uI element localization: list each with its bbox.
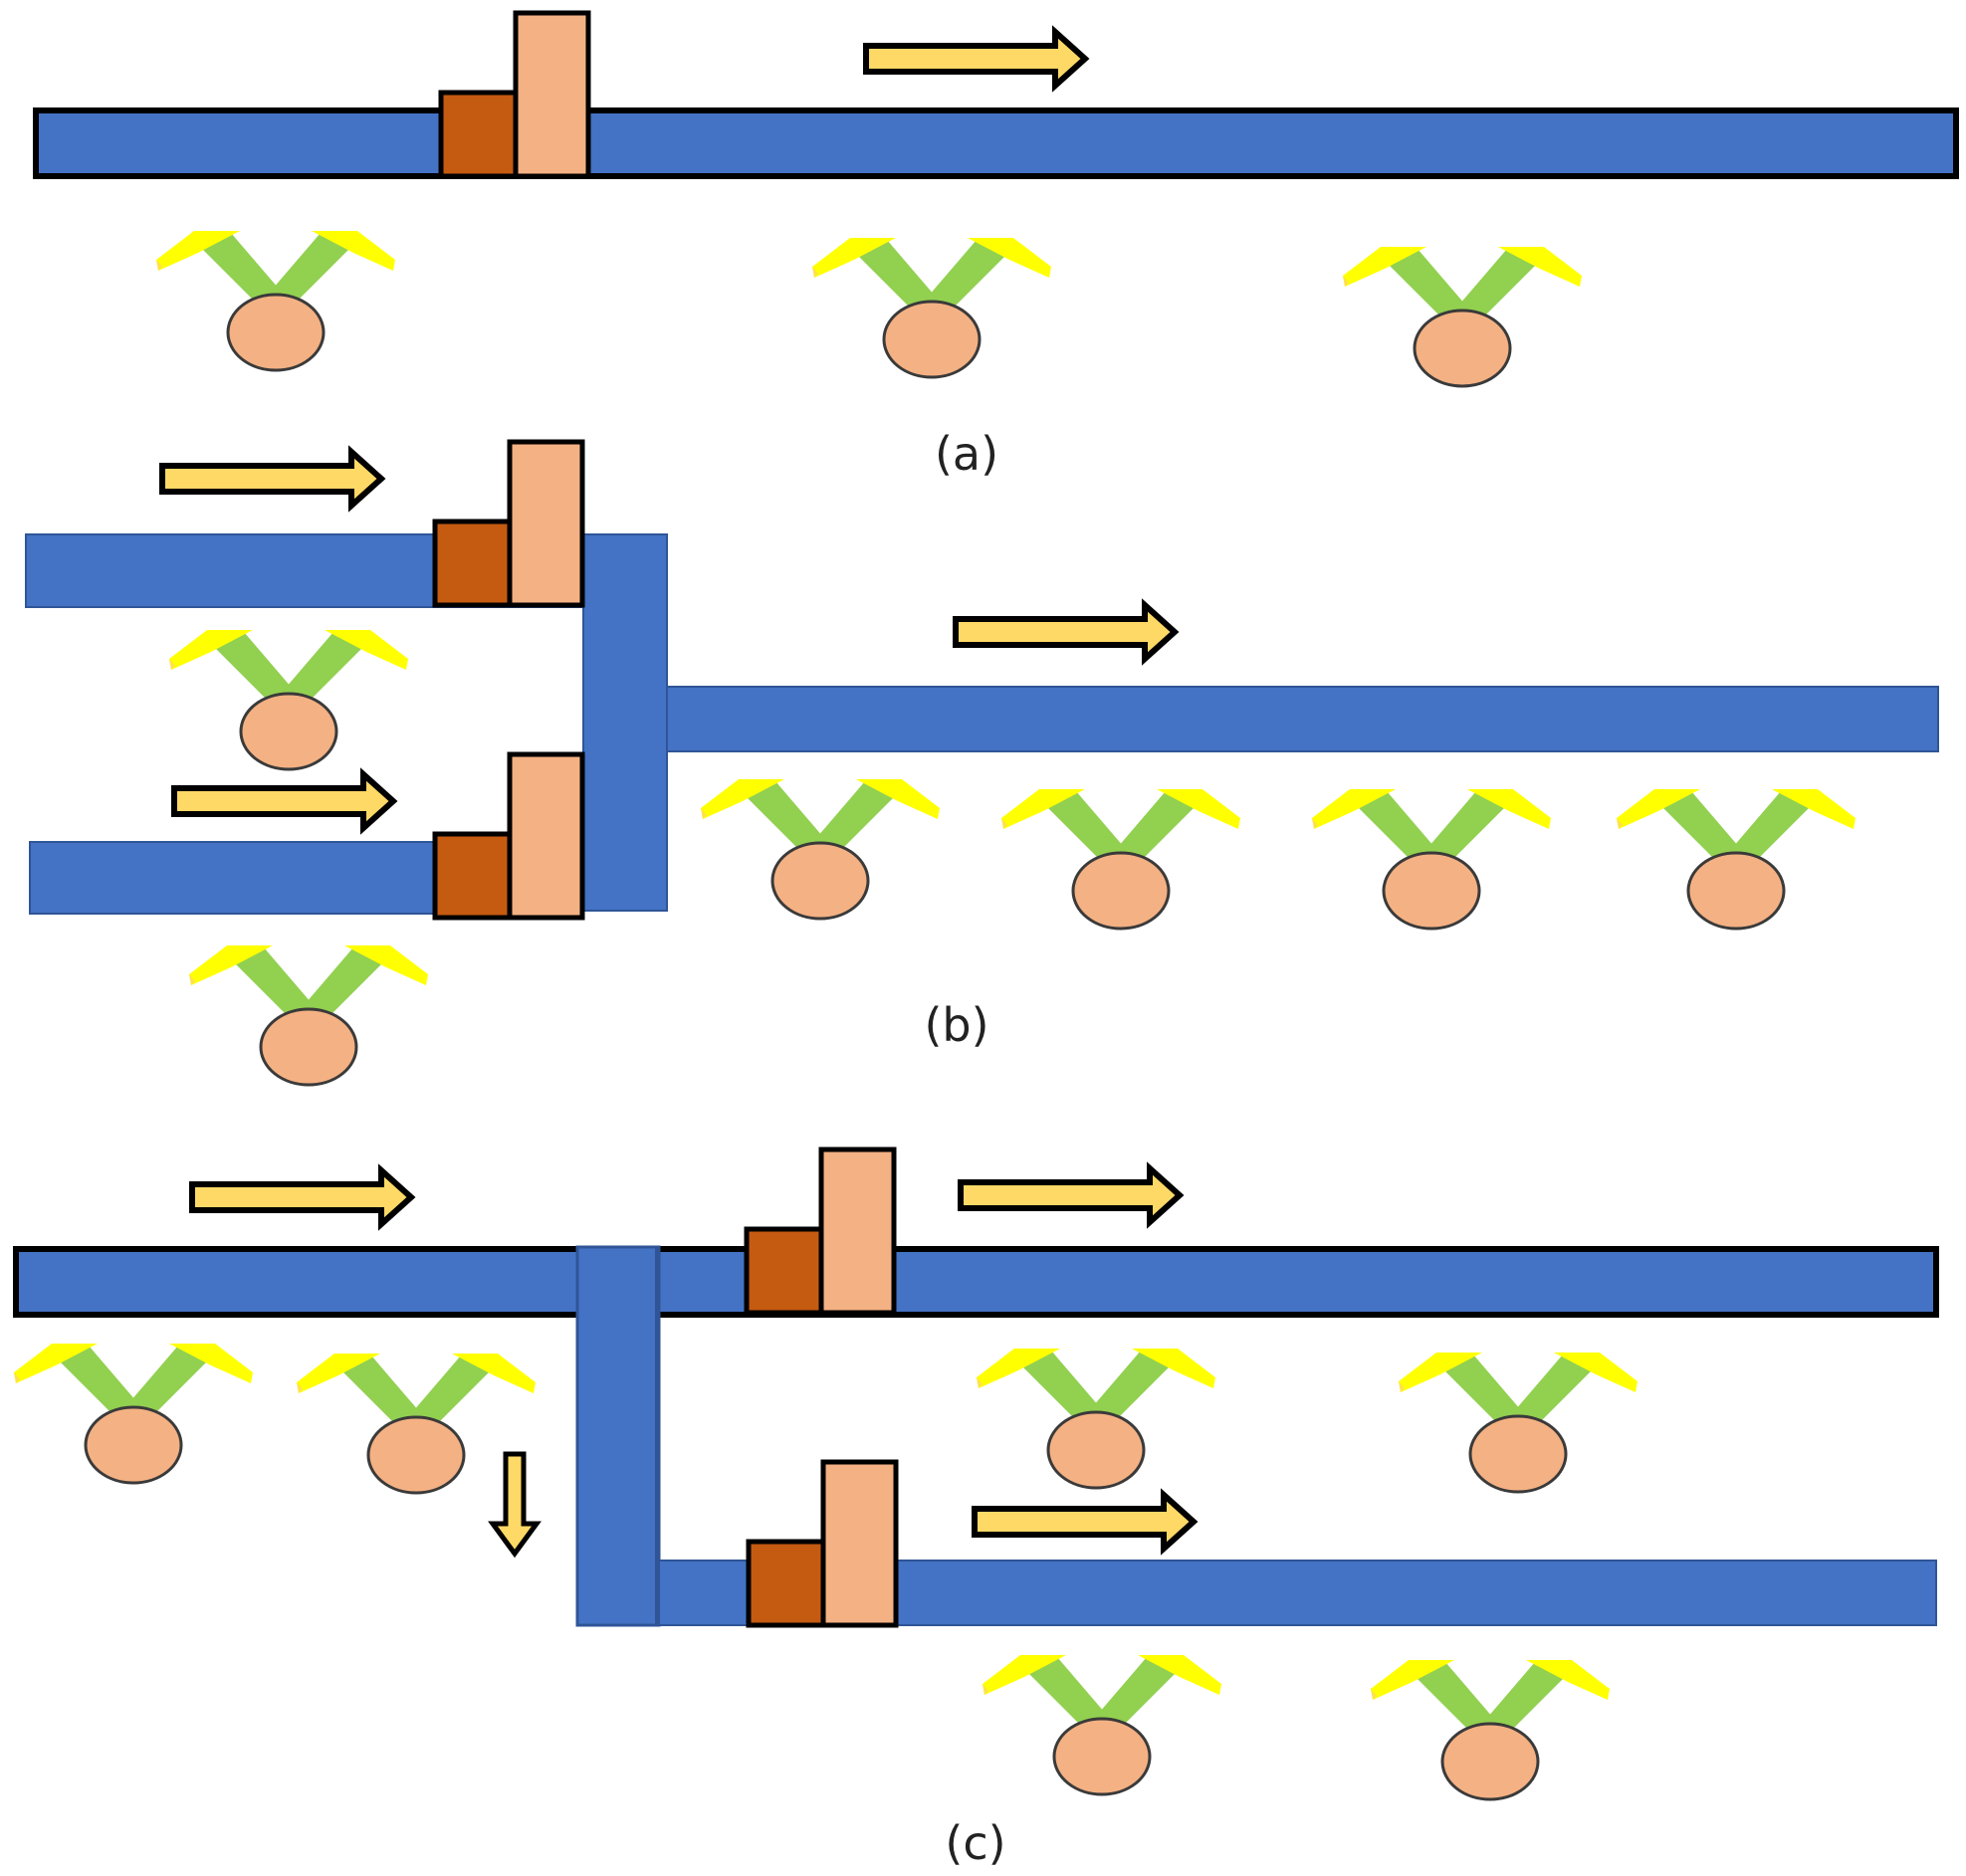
robot-arm-icon [981, 1653, 1223, 1796]
caption-a: (a) [935, 427, 998, 481]
flow-arrow-icon-down [493, 1454, 537, 1554]
caption-c: (c) [945, 1816, 1005, 1870]
robot-arm-icon [167, 628, 410, 771]
product-box-icon [435, 442, 582, 605]
flow-arrow-icon [192, 1170, 411, 1224]
robot-arm-icon [295, 1352, 538, 1495]
conveyor-main [33, 107, 1959, 179]
panel-b: (b) [25, 442, 1939, 1087]
flow-arrow-icon [975, 1495, 1194, 1549]
flow-arrow-icon [866, 32, 1085, 86]
conveyor-split-vertical [575, 1245, 661, 1627]
flow-arrow-icon [956, 605, 1175, 659]
robot-arm-icon [12, 1342, 255, 1485]
flow-arrow-icon [174, 774, 393, 828]
conveyor-upper-line [13, 1246, 1939, 1318]
product-box-icon [435, 754, 582, 918]
product-box-icon [747, 1149, 894, 1313]
robot-arm-icon [810, 236, 1053, 379]
conveyor-output [666, 686, 1939, 752]
robot-arm-icon [1310, 787, 1553, 931]
robot-arm-icon [1615, 787, 1857, 931]
robot-arm-icon [187, 943, 430, 1087]
robot-arm-icon [975, 1347, 1217, 1490]
panel-c: (c) [12, 1149, 1939, 1870]
panel-a: (a) [33, 13, 1959, 481]
robot-arm-icon [1341, 245, 1584, 388]
robot-arm-icon [1397, 1351, 1639, 1494]
robot-arm-icon [154, 229, 397, 372]
robot-arm-icon [1369, 1658, 1612, 1801]
product-box-icon [441, 13, 588, 176]
robot-arm-icon [999, 787, 1242, 931]
conveyor-merge-vertical [582, 533, 668, 912]
flow-arrow-icon [162, 452, 381, 506]
product-box-icon [749, 1462, 896, 1625]
flow-arrow-icon [961, 1168, 1180, 1222]
robot-arm-icon [699, 777, 942, 921]
caption-b: (b) [924, 998, 988, 1052]
